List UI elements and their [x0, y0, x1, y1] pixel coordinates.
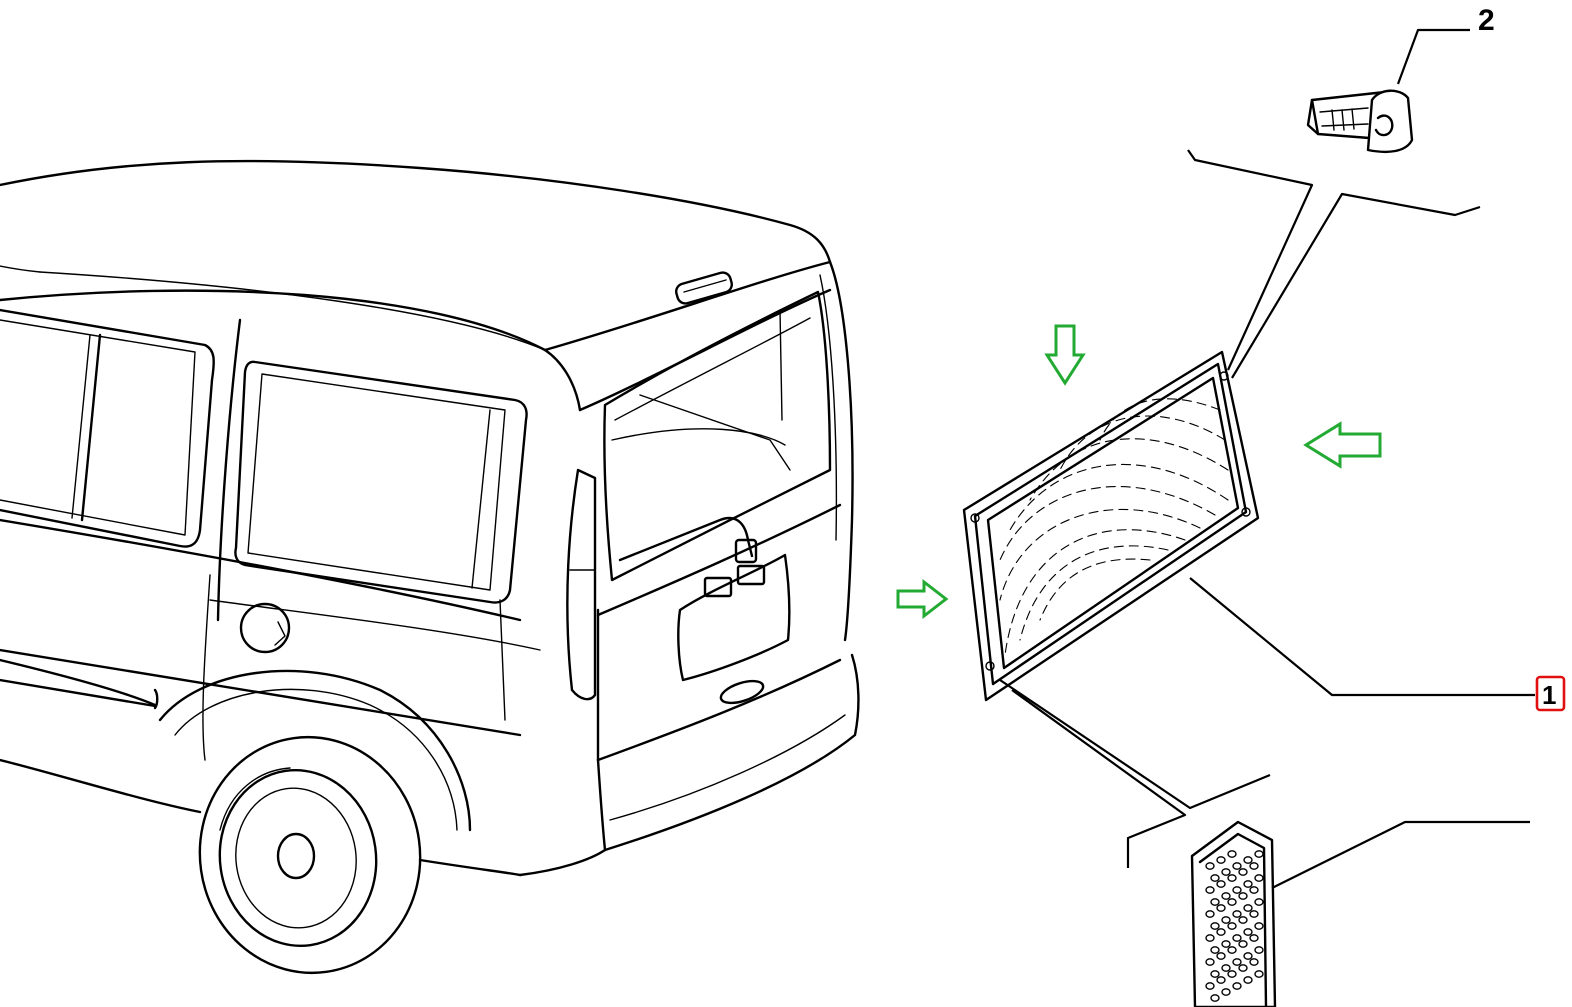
- reflector-stud: [1216, 880, 1226, 888]
- reflector-stud: [1232, 862, 1242, 870]
- reflector-stud: [1249, 886, 1259, 894]
- reflector-stud: [1216, 928, 1226, 936]
- callout-1-label: 1: [1542, 680, 1556, 710]
- arrow-down-icon: [1044, 324, 1086, 386]
- reflector-stud: [1249, 934, 1259, 942]
- reflector-stud: [1205, 958, 1215, 966]
- reflector-stud: [1238, 964, 1248, 972]
- reflector-stud: [1254, 946, 1264, 954]
- indicator-arrows: [896, 324, 1382, 620]
- reflector-stud: [1221, 916, 1231, 924]
- van-illustration: [0, 159, 860, 975]
- callout-2-label: 2: [1478, 4, 1495, 37]
- part-3-reflector: [1190, 820, 1277, 1007]
- reflector-stud: [1216, 952, 1226, 960]
- reflector-stud: [1216, 856, 1226, 864]
- part-1-lamp-lens: [962, 350, 1260, 702]
- reflector-stud: [1210, 994, 1220, 1002]
- reflector-stud: [1243, 952, 1253, 960]
- reflector-stud: [1243, 904, 1253, 912]
- reflector-stud: [1254, 970, 1264, 978]
- leader-lines: [999, 28, 1535, 889]
- reflector-stud: [1232, 958, 1242, 966]
- reflector-stud: [1243, 856, 1253, 864]
- reflector-stud: [1227, 874, 1237, 882]
- reflector-stud: [1232, 886, 1242, 894]
- reflector-stud: [1232, 934, 1242, 942]
- reflector-stud: [1227, 898, 1237, 906]
- reflector-stud: [1249, 958, 1259, 966]
- reflector-stud: [1243, 976, 1253, 984]
- reflector-stud: [1210, 946, 1220, 954]
- reflector-stud: [1216, 976, 1226, 984]
- reflector-stud: [1205, 886, 1215, 894]
- reflector-stud: [1238, 940, 1248, 948]
- reflector-stud: [1243, 880, 1253, 888]
- reflector-stud: [1238, 892, 1248, 900]
- reflector-stud: [1232, 910, 1242, 918]
- callout-labels: 2 1: [1478, 4, 1566, 712]
- part-2-bulb-holder: [1306, 89, 1414, 154]
- reflector-stud: [1221, 892, 1231, 900]
- reflector-stud: [1238, 916, 1248, 924]
- reflector-stud: [1210, 922, 1220, 930]
- reflector-stud: [1254, 898, 1264, 906]
- reflector-stud: [1210, 970, 1220, 978]
- reflector-stud: [1210, 898, 1220, 906]
- reflector-stud: [1221, 964, 1231, 972]
- reflector-stud: [1227, 970, 1237, 978]
- reflector-stud: [1238, 868, 1248, 876]
- reflector-stud: [1232, 982, 1242, 990]
- reflector-stud: [1254, 922, 1264, 930]
- reflector-stud: [1249, 910, 1259, 918]
- reflector-stud: [1205, 862, 1215, 870]
- reflector-stud: [1249, 862, 1259, 870]
- callout-1-highlight-box: [1535, 675, 1566, 712]
- arrow-right-icon: [896, 578, 949, 620]
- reflector-stud: [1221, 868, 1231, 876]
- reflector-stud: [1216, 904, 1226, 912]
- reflector-stud: [1205, 910, 1215, 918]
- reflector-studs: [1205, 850, 1264, 1002]
- arrow-left-icon: [1303, 421, 1382, 469]
- reflector-stud: [1221, 940, 1231, 948]
- reflector-stud: [1227, 922, 1237, 930]
- reflector-stud: [1205, 934, 1215, 942]
- reflector-stud: [1221, 988, 1231, 996]
- reflector-stud: [1227, 946, 1237, 954]
- reflector-stud: [1205, 982, 1215, 990]
- reflector-stud: [1210, 874, 1220, 882]
- reflector-stud: [1254, 850, 1264, 858]
- reflector-stud: [1227, 850, 1237, 858]
- reflector-stud: [1254, 874, 1264, 882]
- reflector-stud: [1243, 928, 1253, 936]
